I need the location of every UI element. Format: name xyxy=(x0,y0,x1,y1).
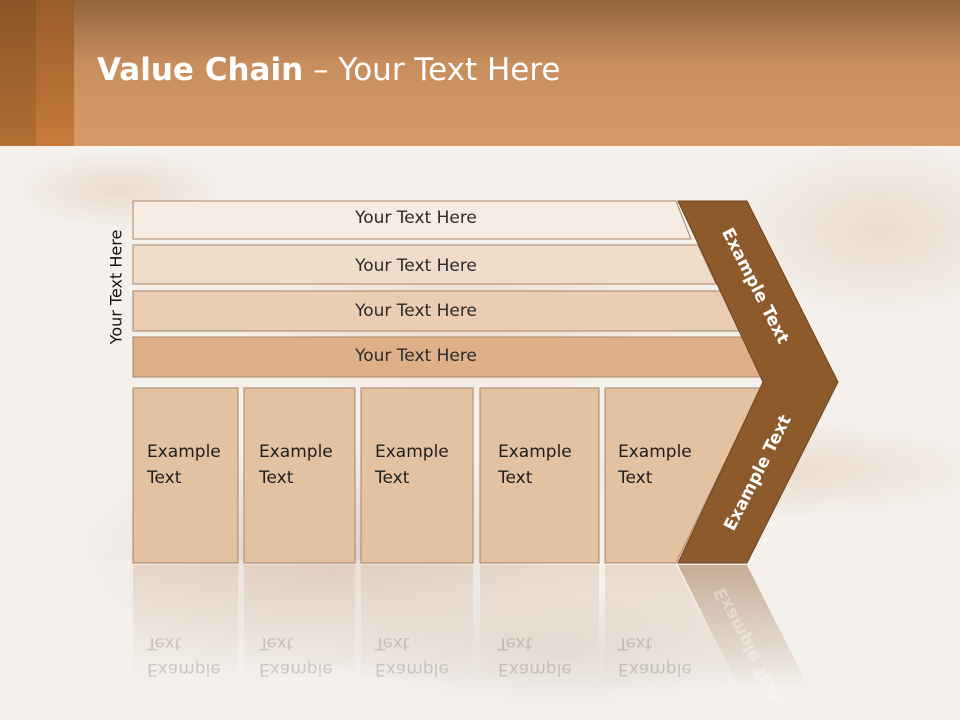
header-bar xyxy=(0,0,960,146)
reflection-line: Text xyxy=(259,633,294,653)
activity-box-1 xyxy=(132,387,239,564)
row-label-4: Your Text Here xyxy=(355,346,477,366)
activity-label-line: Example xyxy=(498,442,572,462)
activity-label-line: Text xyxy=(375,468,410,488)
reflection-line: Text xyxy=(147,633,182,653)
title-bold: Value Chain xyxy=(97,52,304,88)
row-label-1: Your Text Here xyxy=(355,208,477,228)
activity-label-reflection: Example Text xyxy=(618,630,692,682)
header-accent-bar xyxy=(36,0,74,146)
activity-label-line: Example xyxy=(618,442,692,462)
slide-title: Value Chain – Your Text Here xyxy=(97,52,560,88)
activity-label-reflection: Example Text xyxy=(259,630,333,682)
reflection-line: Text xyxy=(375,633,410,653)
activity-label-line: Text xyxy=(147,468,182,488)
activity-label-line: Example xyxy=(259,442,333,462)
header-accent-bar xyxy=(0,0,36,146)
row-label-3: Your Text Here xyxy=(355,301,477,321)
row-label-2: Your Text Here xyxy=(355,256,477,276)
activity-box-3 xyxy=(360,387,474,564)
activity-label-reflection: Example Text xyxy=(147,630,221,682)
reflection-line: Example xyxy=(259,659,333,679)
activity-label-reflection: Example Text xyxy=(498,630,572,682)
activity-label-line: Text xyxy=(498,468,533,488)
activity-box-5 xyxy=(604,387,762,564)
reflection xyxy=(361,565,473,685)
reflection xyxy=(244,565,355,685)
activity-label-reflection: Example Text xyxy=(375,630,449,682)
reflection xyxy=(133,565,238,685)
reflection-line: Example xyxy=(498,659,572,679)
reflection-line: Text xyxy=(618,633,653,653)
activity-box-4 xyxy=(479,387,600,564)
activity-label-line: Example xyxy=(147,442,221,462)
activity-label-line: Text xyxy=(259,468,294,488)
row-bar-2 xyxy=(132,244,717,285)
activity-box-2 xyxy=(243,387,356,564)
activity-label-line: Example xyxy=(375,442,449,462)
reflection xyxy=(480,565,599,685)
reflection-line: Example xyxy=(375,659,449,679)
reflection-line: Example xyxy=(147,659,221,679)
reflection xyxy=(605,565,740,690)
row-bar-1 xyxy=(132,200,692,240)
reflection-line: Text xyxy=(498,633,533,653)
reflection xyxy=(678,565,810,690)
reflection-line: Example xyxy=(618,659,692,679)
title-rest: – Your Text Here xyxy=(303,52,561,88)
chevron-arrow xyxy=(677,200,839,564)
activity-label-line: Text xyxy=(618,468,653,488)
